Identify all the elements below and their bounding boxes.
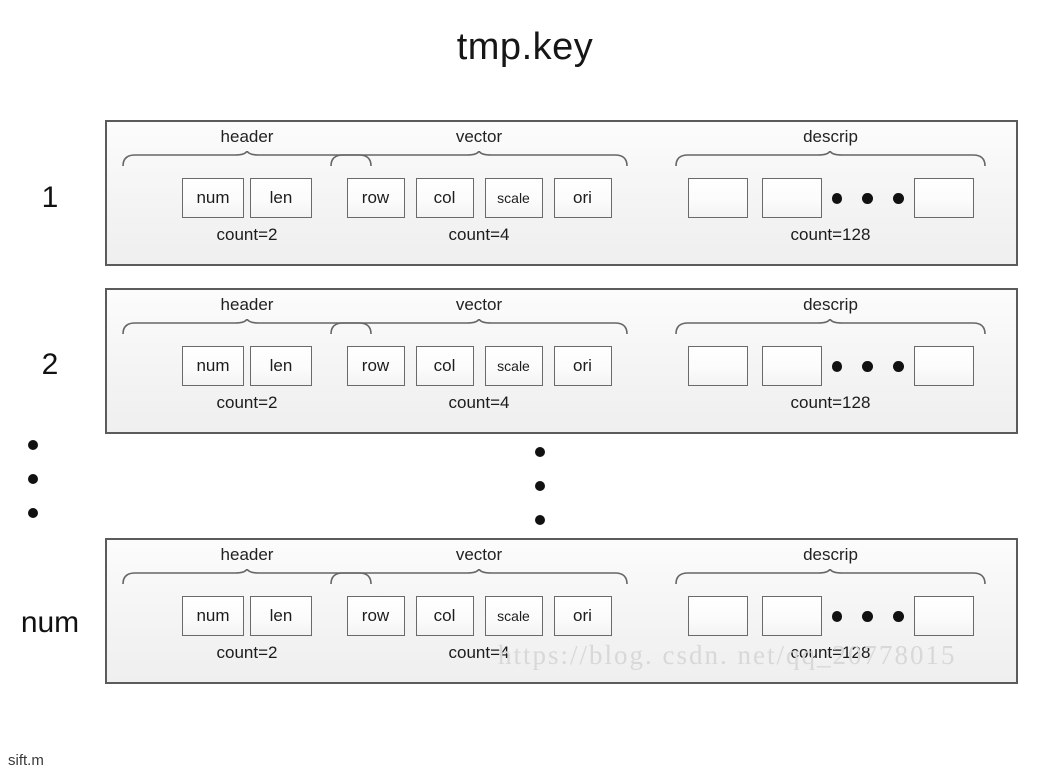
section-vector: vector row col scale ori count=4 bbox=[329, 122, 629, 264]
section-descrip: descrip count=128 bbox=[674, 122, 987, 264]
field-scale[interactable]: scale bbox=[484, 346, 543, 386]
field-len[interactable]: len bbox=[250, 178, 312, 218]
header-fields: num len bbox=[121, 595, 373, 637]
descrip-cell-2[interactable] bbox=[761, 178, 822, 218]
field-row[interactable]: row bbox=[346, 596, 405, 636]
descrip-ellipsis-icon bbox=[822, 360, 914, 372]
descrip-cell-1[interactable] bbox=[687, 596, 748, 636]
page-title: tmp.key bbox=[456, 26, 594, 68]
vector-count-label: count=4 bbox=[448, 643, 510, 662]
row-index-label-2: 2 bbox=[41, 348, 59, 381]
vector-brace-icon bbox=[329, 319, 629, 335]
vector-brace-icon bbox=[329, 151, 629, 167]
section-vector: vector row col scale ori count=4 bbox=[329, 290, 629, 432]
footer-caption: sift.m bbox=[8, 752, 44, 769]
field-ori[interactable]: ori bbox=[553, 178, 612, 218]
descrip-ellipsis-icon bbox=[822, 192, 914, 204]
section-descrip: descrip count=128 bbox=[674, 290, 987, 432]
descrip-cell-last[interactable] bbox=[913, 346, 974, 386]
section-header-title: header bbox=[220, 127, 274, 146]
descrip-cell-2[interactable] bbox=[761, 596, 822, 636]
field-len[interactable]: len bbox=[250, 596, 312, 636]
field-len[interactable]: len bbox=[250, 346, 312, 386]
field-ori[interactable]: ori bbox=[553, 346, 612, 386]
vector-fields: row col scale ori bbox=[329, 177, 629, 219]
descrip-cell-2[interactable] bbox=[761, 346, 822, 386]
section-header: header num len count=2 bbox=[121, 540, 373, 682]
record-row-2: header num len count=2 vector row col sc… bbox=[105, 288, 1018, 434]
section-vector-title: vector bbox=[455, 295, 503, 314]
descrip-cell-last[interactable] bbox=[913, 178, 974, 218]
descrip-count-label: count=128 bbox=[790, 643, 871, 662]
descrip-fields bbox=[674, 345, 987, 387]
section-descrip-title: descrip bbox=[803, 545, 858, 564]
descrip-brace-icon bbox=[674, 319, 987, 335]
field-col[interactable]: col bbox=[415, 178, 474, 218]
vector-count-label: count=4 bbox=[448, 393, 510, 412]
descrip-cell-1[interactable] bbox=[687, 178, 748, 218]
section-vector-title: vector bbox=[455, 127, 503, 146]
descrip-fields bbox=[674, 177, 987, 219]
field-col[interactable]: col bbox=[415, 596, 474, 636]
record-row-num: header num len count=2 vector row col sc… bbox=[105, 538, 1018, 684]
descrip-brace-icon bbox=[674, 569, 987, 585]
header-count-label: count=2 bbox=[216, 393, 278, 412]
row-index-label-num: num bbox=[20, 606, 80, 639]
vector-count-label: count=4 bbox=[448, 225, 510, 244]
header-fields: num len bbox=[121, 177, 373, 219]
field-col[interactable]: col bbox=[415, 346, 474, 386]
field-num[interactable]: num bbox=[182, 178, 244, 218]
vector-fields: row col scale ori bbox=[329, 595, 629, 637]
descrip-fields bbox=[674, 595, 987, 637]
descrip-ellipsis-icon bbox=[822, 610, 914, 622]
section-header-title: header bbox=[220, 295, 274, 314]
section-vector-title: vector bbox=[455, 545, 503, 564]
descrip-cell-1[interactable] bbox=[687, 346, 748, 386]
row-index-label-1: 1 bbox=[41, 181, 59, 214]
descrip-brace-icon bbox=[674, 151, 987, 167]
section-header-title: header bbox=[220, 545, 274, 564]
field-num[interactable]: num bbox=[182, 346, 244, 386]
section-descrip: descrip count=128 bbox=[674, 540, 987, 682]
field-row[interactable]: row bbox=[346, 346, 405, 386]
field-scale[interactable]: scale bbox=[484, 178, 543, 218]
section-vector: vector row col scale ori count=4 bbox=[329, 540, 629, 682]
field-num[interactable]: num bbox=[182, 596, 244, 636]
descrip-count-label: count=128 bbox=[790, 225, 871, 244]
vector-brace-icon bbox=[329, 569, 629, 585]
section-descrip-title: descrip bbox=[803, 295, 858, 314]
section-descrip-title: descrip bbox=[803, 127, 858, 146]
header-count-label: count=2 bbox=[216, 225, 278, 244]
center-vertical-ellipsis-icon bbox=[535, 435, 545, 537]
header-count-label: count=2 bbox=[216, 643, 278, 662]
field-row[interactable]: row bbox=[346, 178, 405, 218]
record-row-1: header num len count=2 vector row col sc… bbox=[105, 120, 1018, 266]
header-fields: num len bbox=[121, 345, 373, 387]
field-ori[interactable]: ori bbox=[553, 596, 612, 636]
descrip-count-label: count=128 bbox=[790, 393, 871, 412]
descrip-cell-last[interactable] bbox=[913, 596, 974, 636]
field-scale[interactable]: scale bbox=[484, 596, 543, 636]
left-vertical-ellipsis-icon bbox=[28, 428, 38, 530]
vector-fields: row col scale ori bbox=[329, 345, 629, 387]
